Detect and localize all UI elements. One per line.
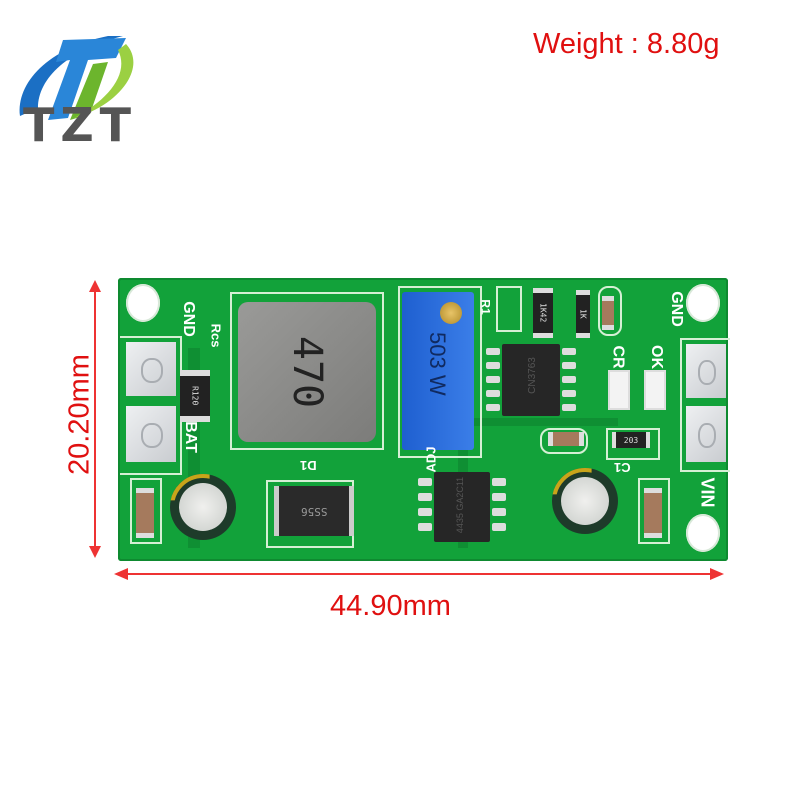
gnd-pad-right: [686, 344, 726, 398]
pot-adjust-screw-icon[interactable]: [440, 302, 462, 324]
silk-gnd-right: GND: [667, 291, 685, 327]
ceramic-capacitor-right: [644, 488, 662, 538]
arrow-up-icon: [89, 280, 101, 292]
pcb-board: GND BAT Rcs R120 470 D1 SS56 503 W ADJ R…: [118, 278, 730, 561]
height-dimension-line: [94, 288, 96, 550]
mounting-hole: [686, 514, 720, 552]
r1-outline: [496, 286, 522, 332]
potentiometer[interactable]: 503 W: [402, 292, 474, 450]
right-terminal-outline: [680, 338, 730, 472]
silk-adj: ADJ: [423, 446, 439, 473]
arrow-down-icon: [89, 546, 101, 558]
silk-rcs: Rcs: [208, 323, 224, 348]
ceramic-cap-outline-right: [638, 478, 670, 544]
cap-outline-top: [598, 286, 622, 336]
gnd-pad-left: [126, 342, 176, 396]
resistor-1k: 1K: [576, 290, 590, 338]
mosfet-marking: 4435 GA2C11: [455, 476, 466, 534]
height-label: 20.20mm: [63, 354, 96, 475]
r203-outline: [606, 428, 660, 460]
diode-marking: SS56: [300, 504, 328, 518]
led-charging: [608, 370, 630, 410]
silk-gnd-left: GND: [179, 301, 197, 337]
vin-pad: [686, 406, 726, 462]
silk-cr: CR: [609, 345, 627, 369]
silk-ok: OK: [648, 345, 665, 369]
ceramic-cap-outline: [130, 478, 162, 544]
electrolytic-capacitor-right: [552, 468, 618, 534]
controller-ic: CN3763: [502, 344, 560, 416]
tzt-logo-icon: [19, 36, 134, 120]
ceramic-capacitor: [136, 488, 154, 538]
arrow-right-icon: [710, 568, 724, 580]
arrow-left-icon: [114, 568, 128, 580]
resistor-1k42: 1K42: [533, 288, 553, 338]
diode-d1: SS56: [274, 486, 354, 536]
ceramic-capacitor-mid: [548, 432, 584, 446]
inductor-marking: 470: [284, 335, 330, 409]
silk-d1: D1: [300, 458, 317, 473]
silk-bat: BAT: [181, 421, 199, 453]
width-dimension-line: [126, 573, 720, 575]
inductor: 470: [238, 302, 376, 442]
pot-outline: [398, 286, 482, 458]
ceramic-capacitor-small: [602, 296, 614, 330]
pot-marking: 503 W: [425, 332, 450, 396]
led-ok: [644, 370, 666, 410]
silk-c1: C1: [614, 460, 631, 475]
electrolytic-capacitor-left: [170, 474, 236, 540]
resistor-203: 203: [612, 432, 650, 448]
silk-r1: R1: [478, 299, 493, 315]
silk-vin: VIN: [697, 477, 718, 508]
mounting-hole: [126, 284, 160, 322]
cap-outline-mid: [540, 428, 588, 454]
width-label: 44.90mm: [330, 590, 451, 622]
ic-marking: CN3763: [526, 357, 538, 394]
bat-pad: [126, 406, 176, 462]
brand-name: TZT: [22, 98, 138, 152]
mosfet-ic: 4435 GA2C11: [434, 472, 490, 542]
inductor-outline: [230, 292, 384, 450]
mounting-hole: [686, 284, 720, 322]
weight-label: Weight : 8.80g: [533, 28, 720, 60]
rcs-resistor: R120: [180, 370, 210, 422]
